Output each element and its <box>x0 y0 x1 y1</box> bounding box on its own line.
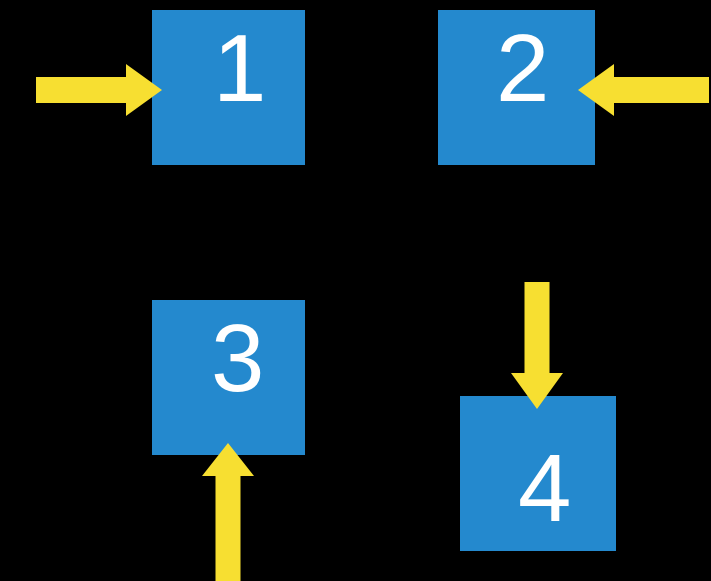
arrow-right-into-node-1 <box>36 64 162 116</box>
node-box-1[interactable] <box>152 10 305 165</box>
node-box-2[interactable] <box>438 10 595 165</box>
arrow-down-into-node-4 <box>511 282 563 409</box>
arrow-up-into-node-3 <box>202 443 254 581</box>
arrow-left-into-node-2 <box>578 64 709 116</box>
node-box-3[interactable] <box>152 300 305 455</box>
node-box-4[interactable] <box>460 396 616 551</box>
